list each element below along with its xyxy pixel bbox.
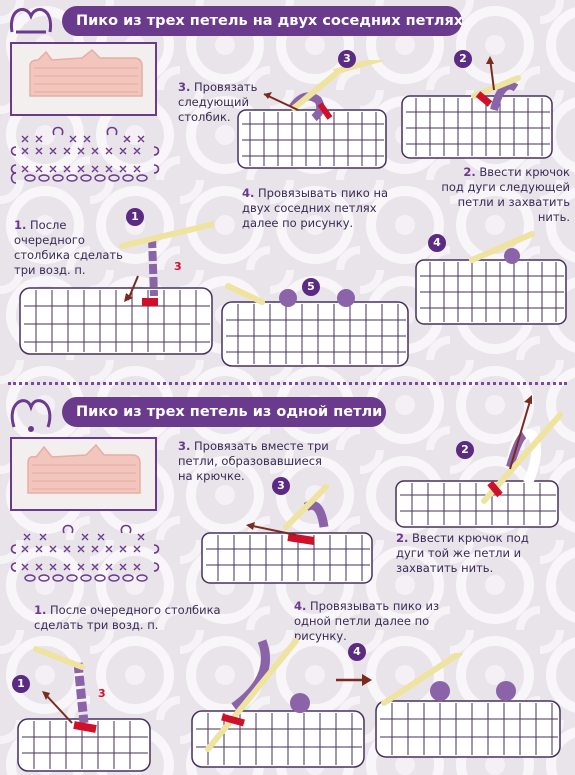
step-2-text: 2. Ввести крючок под дуги следующей петл… [441, 165, 570, 224]
illustration-step-3 [201, 484, 373, 584]
arrow-icon [336, 674, 372, 686]
illustration-step-2 [401, 56, 553, 159]
badge-step-3: 3 [338, 50, 356, 68]
red-label: 3 [98, 687, 106, 700]
yarn-loop-icon [9, 7, 53, 34]
yarn-loop-icon [10, 399, 52, 432]
section-title: Пико из трех петель из одной петли [62, 397, 386, 427]
illustration-step-2 [395, 395, 563, 528]
section-picot-two-stitches: Пико из трех петель на двух соседних пет… [0, 0, 575, 383]
illustration-step-1 [19, 221, 214, 355]
badge-step-2: 2 [454, 50, 472, 68]
illustration-step-4b [375, 653, 561, 758]
badge-step-5: 5 [302, 278, 320, 296]
step-4-text: 4. Провязывать пико из одной петли далее… [294, 599, 440, 643]
crochet-chart [10, 126, 160, 184]
section-picot-one-stitch: Пико из трех петель из одной петли [0, 385, 575, 775]
badge-step-2: 2 [456, 441, 474, 459]
badge-step-4: 4 [428, 234, 446, 252]
swatch-photo [10, 437, 157, 511]
step-1-text: 1. После очередного столбика сделать три… [14, 218, 123, 277]
illustration-step-3 [237, 60, 387, 169]
step-3-text: 3. Провязать вместе три петли, образовав… [178, 439, 329, 483]
section-title: Пико из трех петель на двух соседних пет… [62, 6, 463, 36]
step-4-text: 4. Провязывать пико на двух соседних пет… [242, 186, 389, 230]
step-1-text: 1. После очередного столбика сделать три… [34, 603, 221, 632]
section-divider [8, 382, 567, 385]
red-label: 3 [174, 260, 182, 273]
badge-step-4: 4 [348, 643, 366, 661]
illustration-step-1 [17, 646, 151, 772]
crochet-chart [10, 524, 160, 582]
illustration-step-4 [415, 231, 567, 325]
illustration-step-5 [221, 283, 409, 367]
step-2-text: 2. Ввести крючок под дуги той же петли и… [396, 531, 529, 575]
badge-step-1: 1 [12, 675, 30, 693]
illustration-step-4a [191, 638, 365, 768]
badge-step-3: 3 [272, 477, 290, 495]
badge-step-1: 1 [126, 208, 144, 226]
swatch-photo [10, 42, 157, 116]
step-3-text: 3. Провязать следующий столбик. [178, 80, 258, 124]
